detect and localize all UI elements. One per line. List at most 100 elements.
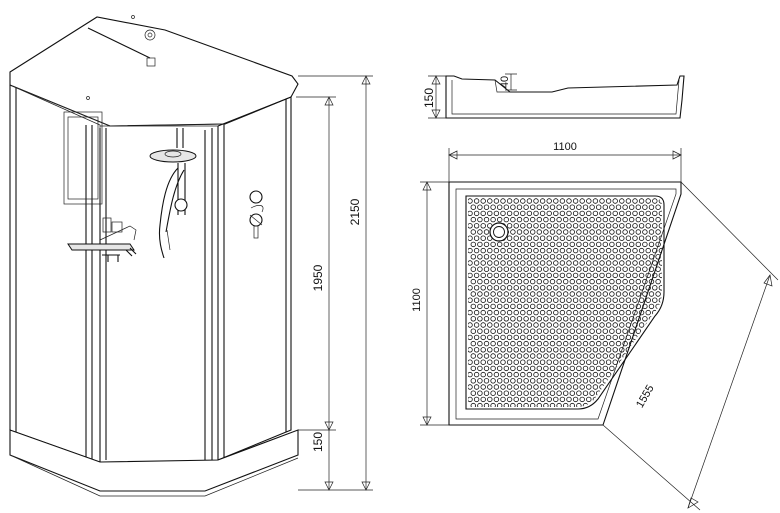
anti-slip-dot xyxy=(648,340,655,347)
anti-slip-dot xyxy=(619,297,625,303)
anti-slip-dot xyxy=(612,247,618,254)
anti-slip-dot xyxy=(530,328,536,334)
anti-slip-dot xyxy=(572,247,579,254)
anti-slip-dot xyxy=(609,365,615,372)
anti-slip-dot xyxy=(645,347,651,353)
anti-slip-dot xyxy=(592,384,599,390)
anti-slip-dot xyxy=(615,340,622,347)
anti-slip-dot xyxy=(516,378,523,384)
anti-slip-dot xyxy=(539,198,546,204)
anti-slip-dot xyxy=(516,328,523,334)
anti-slip-dot xyxy=(599,371,605,378)
anti-slip-dot xyxy=(533,359,539,365)
anti-slip-dot xyxy=(513,247,519,254)
anti-slip-dot xyxy=(506,347,513,353)
anti-slip-dot xyxy=(543,328,549,334)
anti-slip-dot xyxy=(510,229,516,235)
tray-profile-view: 150 40 xyxy=(422,73,685,119)
anti-slip-dot xyxy=(483,340,490,347)
anti-slip-dot xyxy=(605,198,612,204)
bottle-icon xyxy=(102,217,112,233)
anti-slip-dot xyxy=(536,216,542,223)
anti-slip-dot xyxy=(602,266,608,272)
anti-slip-dot xyxy=(658,371,662,378)
anti-slip-dot xyxy=(655,378,661,384)
anti-slip-dot xyxy=(523,303,529,310)
anti-slip-dot xyxy=(549,278,556,285)
anti-slip-dot xyxy=(549,390,556,396)
anti-slip-dot xyxy=(559,198,566,204)
anti-slip-dot xyxy=(553,334,559,341)
anti-slip-dot xyxy=(468,396,473,403)
anti-slip-dot xyxy=(586,359,592,365)
anti-slip-dot xyxy=(642,365,648,372)
anti-slip-dot xyxy=(549,328,556,334)
anti-slip-dot xyxy=(586,223,592,229)
anti-slip-dot xyxy=(566,371,572,378)
anti-slip-dot xyxy=(470,204,476,210)
anti-slip-dot xyxy=(655,254,661,260)
anti-slip-dot xyxy=(619,334,625,341)
anti-slip-dot xyxy=(520,272,526,279)
anti-slip-dot xyxy=(506,309,513,316)
anti-slip-dot xyxy=(579,210,585,217)
anti-slip-dot xyxy=(622,216,628,223)
anti-slip-dot xyxy=(576,303,582,310)
anti-slip-dot xyxy=(589,316,595,322)
anti-slip-dot xyxy=(599,235,605,241)
anti-slip-dot xyxy=(556,316,562,322)
anti-slip-dot xyxy=(592,334,599,341)
anti-slip-dot xyxy=(648,266,655,272)
anti-slip-dot xyxy=(530,390,536,396)
anti-slip-dot xyxy=(526,359,533,365)
anti-slip-dot xyxy=(473,396,480,403)
anti-slip-dot xyxy=(658,223,662,229)
anti-slip-dot xyxy=(520,322,526,328)
anti-slip-dot xyxy=(638,235,645,241)
anti-slip-dot xyxy=(556,241,562,248)
anti-slip-dot xyxy=(596,291,602,297)
anti-slip-dot xyxy=(516,316,523,322)
anti-slip-dot xyxy=(572,347,579,353)
anti-slip-dot xyxy=(596,353,602,359)
anti-slip-dot xyxy=(572,297,579,303)
anti-slip-dot xyxy=(589,353,595,359)
anti-slip-dot xyxy=(468,322,473,328)
anti-slip-dot xyxy=(503,216,509,223)
anti-slip-dot xyxy=(629,254,635,260)
anti-slip-dot xyxy=(596,254,602,260)
anti-slip-dot xyxy=(586,272,592,279)
anti-slip-dot xyxy=(556,328,562,334)
anti-slip-dot xyxy=(477,229,483,235)
anti-slip-dot xyxy=(497,241,503,248)
anti-slip-dot xyxy=(477,402,483,407)
anti-slip-dot xyxy=(566,223,572,229)
anti-slip-dot xyxy=(625,260,632,266)
anti-slip-dot xyxy=(652,347,658,353)
anti-slip-dot xyxy=(579,235,585,241)
anti-slip-dot xyxy=(589,266,595,272)
anti-slip-dot xyxy=(539,223,546,229)
anti-slip-dot xyxy=(599,396,605,403)
anti-slip-dot xyxy=(490,266,496,272)
anti-slip-dot xyxy=(477,328,483,334)
anti-slip-dot xyxy=(543,303,549,310)
knob-handle xyxy=(253,225,259,239)
anti-slip-dot xyxy=(635,266,641,272)
anti-slip-dot xyxy=(605,371,612,378)
anti-slip-dot xyxy=(609,291,615,297)
anti-slip-dot xyxy=(586,309,592,316)
anti-slip-dot xyxy=(510,291,516,297)
anti-slip-dot xyxy=(549,241,556,248)
anti-slip-dot xyxy=(513,396,519,403)
anti-slip-dot xyxy=(648,254,655,260)
anti-slip-dot xyxy=(592,297,599,303)
anti-slip-dot xyxy=(619,396,625,403)
cabin-tray xyxy=(9,429,299,492)
anti-slip-dot xyxy=(652,359,658,365)
anti-slip-dot xyxy=(652,322,658,328)
anti-slip-dot xyxy=(622,204,628,210)
anti-slip-dot xyxy=(625,223,632,229)
anti-slip-dot xyxy=(500,198,506,204)
anti-slip-dot xyxy=(569,353,575,359)
